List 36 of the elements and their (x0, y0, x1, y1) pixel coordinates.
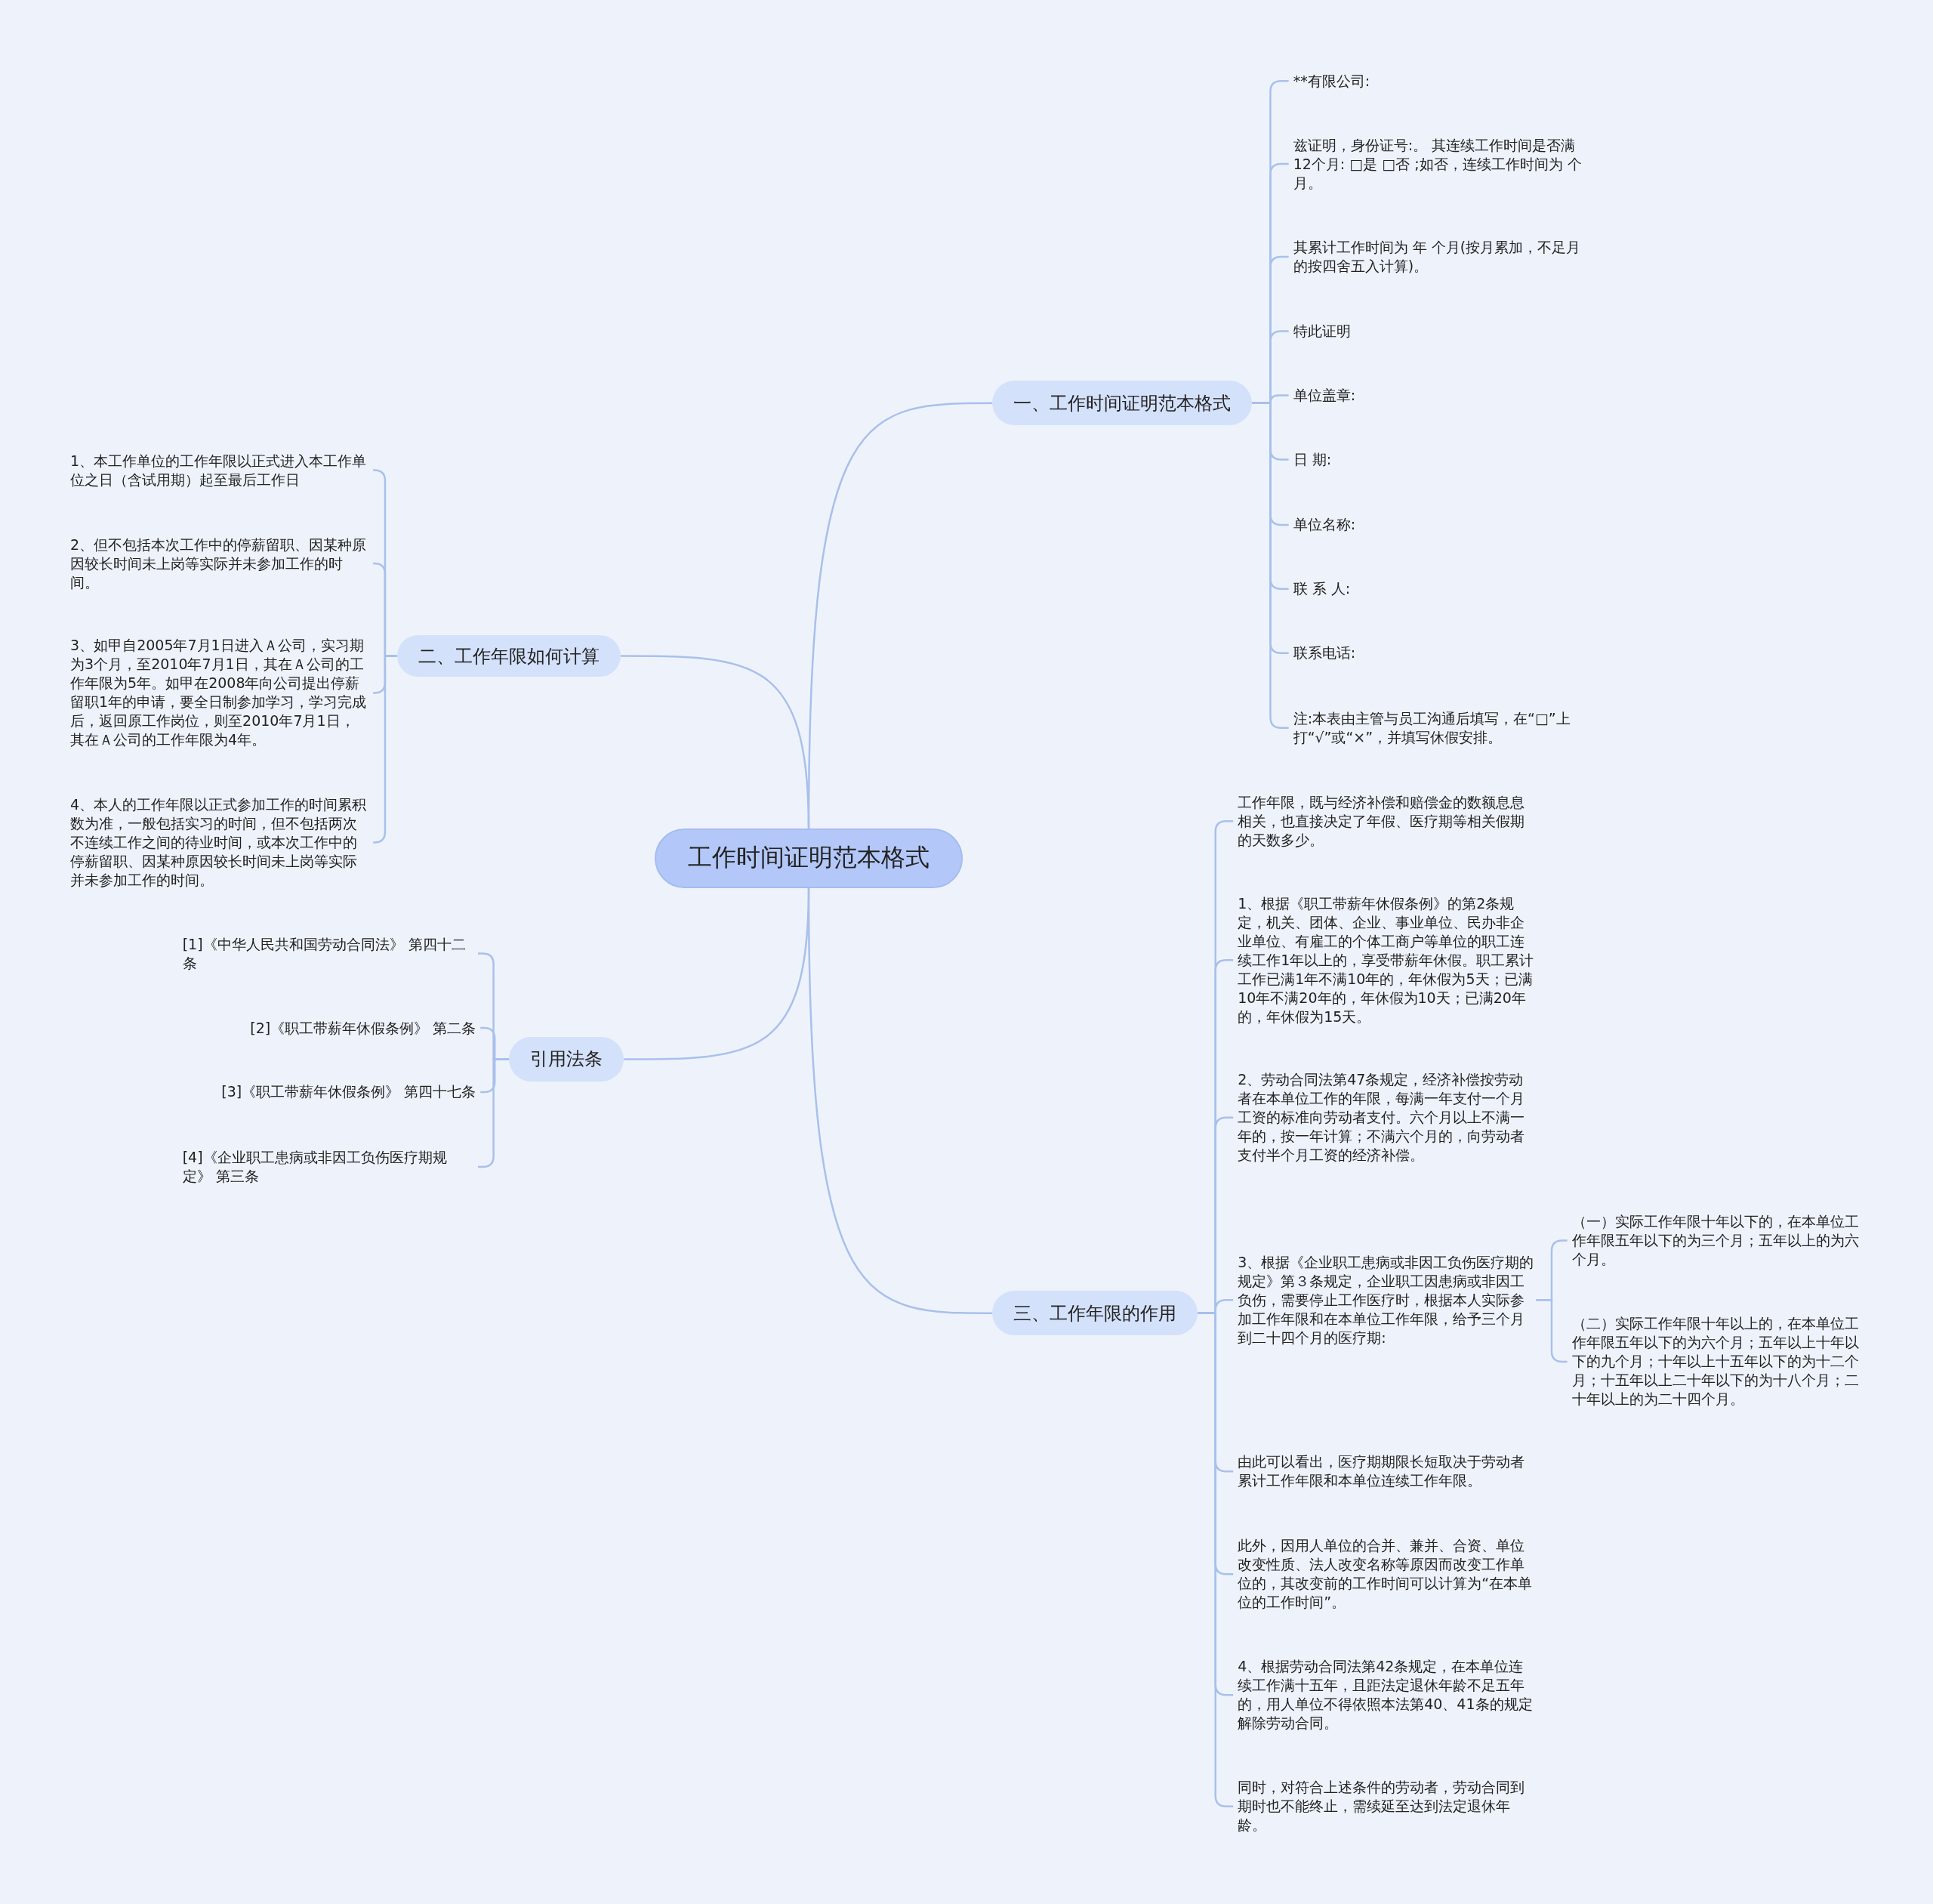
leaf-text: 4、本人的工作年限以正式参加工作的时间累积数为准，一般包括实习的时间，但不包括两次不连续工作之间的待业时间，或本次工作中的停薪留职、因某种原因较长时间未上岗等实际并未参加工作的时间。 (70, 795, 369, 890)
leaf-text: （一）实际工作年限十年以下的，在本单位工作年限五年以下的为三个月；五年以上的为六个月。 (1571, 1211, 1870, 1269)
branch-topic: 一、工作时间证明范本格式 (992, 381, 1253, 426)
leaf-text: [2]《职工带薪年休假条例》 第二条 (182, 1018, 476, 1038)
branch-topic: 三、工作年限的作用 (992, 1291, 1198, 1336)
leaf-text: [3]《职工带薪年休假条例》 第四十七条 (182, 1082, 476, 1102)
leaf-text: 由此可以看出，医疗期期限长短取决于劳动者累计工作年限和本单位连续工作年限。 (1238, 1452, 1537, 1491)
leaf-text: 其累计工作时间为 年 个月(按月累加，不足月的按四舍五入计算)。 (1293, 238, 1592, 276)
leaf-text: 1、本工作单位的工作年限以正式进入本工作单位之日（含试用期）起至最后工作日 (70, 451, 369, 489)
branch-topic: 引用法条 (509, 1037, 624, 1082)
leaf-text: 同时，对符合上述条件的劳动者，劳动合同到期时也不能终止，需续延至达到法定退休年龄。 (1238, 1778, 1537, 1835)
leaf-text: 日 期: (1293, 449, 1592, 469)
leaf-text: 2、但不包括本次工作中的停薪留职、因某种原因较长时间未上岗等实际并未参加工作的时间。 (70, 535, 369, 592)
leaf-text: 注:本表由主管与员工沟通后填写，在“□”上打“√”或“×”，并填写休假安排。 (1293, 708, 1592, 747)
leaf-text: 特此证明 (1293, 322, 1592, 341)
leaf-text: 1、根据《职工带薪年休假条例》的第2条规定，机关、团体、企业、事业单位、民办非企业单位、有雇工的个体工商户等单位的职工连续工作1年以上的，享受带薪年休假。职工累计工作已满1年不满10年的，年休假为5天；已满10年不满20年的，年休假为10天；已满20年的，年休假为15天。 (1238, 893, 1537, 1026)
connector-line (373, 655, 397, 844)
leaf-text: 2、劳动合同法第47条规定，经济补偿按劳动者在本单位工作的年限，每满一年支付一个月工资的标准向劳动者支付。六个月以上不满一年的，按一年计算；不满六个月的，向劳动者支付半个月工资的经济补偿。 (1238, 1070, 1537, 1165)
connector-line (807, 887, 993, 1314)
connector-line (620, 655, 810, 829)
leaf-text: 兹证明，身份证号:。 其连续工作时间是否满12个月: □是 □否 ;如否，连续工作时间为 个月。 (1293, 135, 1592, 193)
leaf-text: 联系电话: (1293, 643, 1592, 663)
leaf-text: 4、根据劳动合同法第42条规定，在本单位连续工作满十五年，且距法定退休年龄不足五年的，用人单位不得依照本法第40、41条的规定解除劳动合同。 (1238, 1657, 1537, 1733)
leaf-text: 3、根据《企业职工患病或非因工负伤医疗期的规定》第３条规定，企业职工因患病或非因工负伤，需要停止工作医疗时，根据本人实际参加工作年限和在本单位工作年限，给予三个月到二十四个月的医疗期: (1238, 1252, 1537, 1347)
leaf-text: **有限公司: (1293, 71, 1592, 91)
leaf-text: 3、如甲自2005年7月1日进入Ａ公司，实习期为3个月，至2010年7月1日，其在Ａ公司的工作年限为5年。如甲在2008年向公司提出停薪留职1年的申请，要全日制参加学习，学习完成后，返回原工作岗位，则至2010年7月1日，其在Ａ公司的工作年限为4年。 (70, 636, 369, 750)
leaf-text: 联 系 人: (1293, 579, 1592, 599)
leaf-text: 单位名称: (1293, 515, 1592, 535)
leaf-text: 此外，因用人单位的合并、兼并、合资、单位改变性质、法人改变名称等原因而改变工作单位的，其改变前的工作时间可以计算为“在本单位的工作时间”。 (1238, 1536, 1537, 1612)
leaf-text: 工作年限，既与经济补偿和赔偿金的数额息息相关，也直接决定了年假、医疗期等相关假期的天数多少。 (1238, 792, 1537, 850)
leaf-text: （二）实际工作年限十年以上的，在本单位工作年限五年以下的为六个月；五年以上十年以下的九个月；十年以上十五年以下的为十二个月；十五年以上二十年以下的为十八个月；二十年以上的为二十四个月。 (1571, 1314, 1870, 1409)
branch-topic: 二、工作年限如何计算 (396, 634, 621, 677)
leaf-text: [1]《中华人民共和国劳动合同法》 第四十二条 (182, 934, 473, 973)
central-topic: 工作时间证明范本格式 (654, 829, 963, 888)
leaf-text: [4]《企业职工患病或非因工负伤医疗期规定》 第三条 (182, 1148, 473, 1186)
leaf-text: 单位盖章: (1293, 386, 1592, 405)
